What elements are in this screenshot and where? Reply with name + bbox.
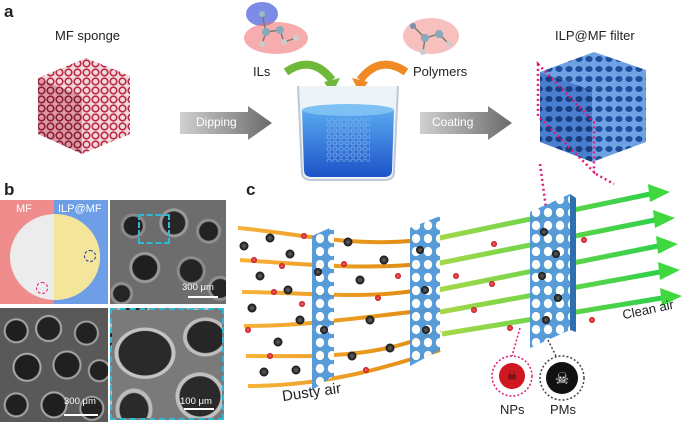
polymers-molecule-icon: [403, 18, 459, 55]
beaker-icon: [297, 85, 399, 181]
ilp-mf-filter-cube: [536, 52, 646, 174]
panel-a-letter: a: [4, 2, 14, 21]
sem-image-bottom-right: [110, 308, 224, 420]
polymers-label: Polymers: [413, 64, 468, 79]
coating-label: Coating: [432, 115, 474, 129]
sem-image-bottom-left: [0, 308, 108, 422]
scale-label-bottom-left: 300 μm: [64, 396, 96, 407]
svg-text:☠: ☠: [507, 369, 518, 383]
sem-image-top-right: [110, 200, 226, 304]
filtration-diagram: ☠ ☠: [237, 184, 682, 401]
dipping-label: Dipping: [196, 115, 237, 129]
pms-label: PMs: [550, 402, 576, 417]
mf-photo-label: MF: [16, 203, 32, 215]
scale-label-top-right: 300 μm: [182, 282, 214, 293]
dipping-arrow: [180, 106, 272, 140]
ils-molecule-icon: [244, 2, 308, 54]
panel-b-letter: b: [4, 180, 15, 199]
mf-sponge-label: MF sponge: [55, 28, 121, 43]
scale-label-bottom-right: 100 μm: [180, 396, 212, 407]
nps-label: NPs: [500, 402, 525, 417]
ils-label: ILs: [253, 64, 271, 79]
zoom-connector-lines: [538, 163, 615, 209]
mf-sponge-cube: [38, 58, 130, 154]
disc-photo: [0, 200, 108, 304]
filter-label: ILP@MF filter: [555, 28, 635, 43]
panel-c-letter: c: [246, 180, 256, 199]
svg-text:☠: ☠: [555, 369, 569, 388]
ilp-photo-label: ILP@MF: [58, 203, 102, 215]
coating-arrow: [420, 106, 512, 140]
